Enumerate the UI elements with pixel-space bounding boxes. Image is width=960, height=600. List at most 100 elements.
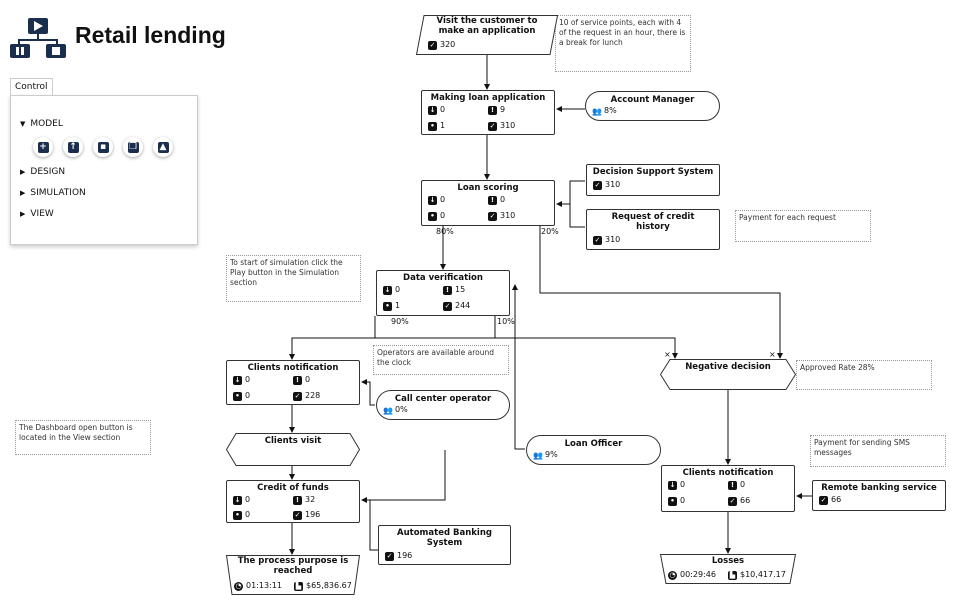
resource-credit-history[interactable]: Request of credit history ✓310 bbox=[586, 209, 720, 250]
note-sms: Payment for sending SMS messages bbox=[810, 435, 946, 467]
busy-count: 0 bbox=[245, 391, 251, 400]
save-icon[interactable]: ▪ bbox=[93, 137, 113, 157]
note-payment: Payment for each request bbox=[735, 210, 871, 242]
check-icon: ✓ bbox=[443, 301, 452, 311]
note-simulation: To start of simulation click the Play bu… bbox=[226, 255, 361, 302]
person-icon: • bbox=[233, 391, 242, 401]
person-icon: • bbox=[233, 510, 242, 520]
queue-count: 0 bbox=[305, 375, 311, 384]
person-icon: • bbox=[428, 121, 437, 131]
node-title: Credit of funds bbox=[257, 483, 329, 493]
node-title: Clients notification bbox=[247, 363, 339, 373]
queue-count: 32 bbox=[305, 495, 316, 504]
image-icon[interactable]: ▲ bbox=[153, 137, 173, 157]
resource-value: 196 bbox=[397, 551, 413, 560]
resource-value: 66 bbox=[831, 495, 842, 504]
queue-icon: ! bbox=[728, 480, 737, 490]
resource-loan-officer[interactable]: Loan Officer 👥9% bbox=[526, 435, 661, 465]
open-icon[interactable]: ↑ bbox=[63, 137, 83, 157]
node-title: Visit the customer to make an applicatio… bbox=[436, 16, 538, 36]
resource-abs[interactable]: Automated Banking System ✓196 bbox=[378, 525, 511, 565]
check-icon: ✓ bbox=[728, 496, 737, 506]
note-service-points: 10 of service points, each with 4 of the… bbox=[555, 15, 691, 72]
resource-title: Call center operator bbox=[394, 394, 492, 404]
node-title: The process purpose is reached bbox=[237, 556, 349, 576]
node-negative[interactable]: Negative decision bbox=[660, 359, 796, 390]
queue-icon: ! bbox=[488, 195, 497, 205]
in-count: 0 bbox=[440, 105, 446, 114]
node-title: Negative decision bbox=[685, 362, 771, 372]
check-icon: ✓ bbox=[819, 495, 828, 505]
time-value: 00:29:46 bbox=[680, 570, 716, 579]
node-losses[interactable]: Losses ◔00:29:46 ▙$10,417.17 bbox=[660, 554, 796, 584]
busy-count: 1 bbox=[395, 301, 401, 310]
check-icon: ✓ bbox=[488, 121, 497, 131]
percent-label: 80% bbox=[436, 227, 454, 236]
done-count: 228 bbox=[305, 391, 321, 400]
add-icon[interactable]: + bbox=[33, 137, 53, 157]
node-clients-visit[interactable]: Clients visit bbox=[226, 433, 360, 466]
queue-icon: ! bbox=[293, 375, 302, 385]
resource-title: Decision Support System bbox=[592, 167, 714, 177]
node-verification[interactable]: Data verification ↓0 !15 •1 ✓244 bbox=[376, 270, 510, 316]
menu-model[interactable]: ▼MODEL bbox=[20, 119, 63, 129]
resource-title: Remote banking service bbox=[821, 483, 937, 493]
busy-count: 0 bbox=[680, 496, 686, 505]
node-credit[interactable]: Credit of funds ↓0 !32 •0 ✓196 bbox=[226, 480, 360, 523]
node-title: Losses bbox=[711, 556, 745, 566]
percent-label: 10% bbox=[497, 317, 515, 326]
done-count: 196 bbox=[305, 510, 321, 519]
node-title: Clients notification bbox=[682, 468, 774, 478]
node-title: Making loan application bbox=[430, 93, 546, 103]
input-icon: ↓ bbox=[668, 480, 677, 490]
tab-control[interactable]: Control bbox=[10, 78, 53, 96]
svg-text:×: × bbox=[664, 350, 671, 359]
resource-value: 8% bbox=[604, 106, 617, 115]
clock-icon: ◔ bbox=[668, 570, 677, 580]
check-icon: ✓ bbox=[593, 235, 602, 245]
resource-dss[interactable]: Decision Support System ✓310 bbox=[586, 164, 720, 196]
person-icon: • bbox=[428, 211, 437, 221]
menu-simulation[interactable]: ▶SIMULATION bbox=[20, 188, 86, 198]
resource-call-center[interactable]: Call center operator 👥0% bbox=[376, 390, 510, 420]
menu-design[interactable]: ▶DESIGN bbox=[20, 167, 66, 177]
copy-icon[interactable]: ❐ bbox=[123, 137, 143, 157]
check-icon: ✓ bbox=[293, 391, 302, 401]
node-purpose[interactable]: The process purpose is reached ◔01:13:11… bbox=[226, 555, 360, 595]
menu-view[interactable]: ▶VIEW bbox=[20, 209, 54, 219]
check-icon: ✓ bbox=[428, 40, 437, 50]
input-icon: ↓ bbox=[383, 285, 392, 295]
queue-icon: ! bbox=[293, 495, 302, 505]
node-notification-left[interactable]: Clients notification ↓0 !0 •0 ✓228 bbox=[226, 360, 360, 405]
clock-icon: ◔ bbox=[234, 581, 243, 591]
done-count: 66 bbox=[740, 496, 751, 505]
node-title: Loan scoring bbox=[457, 183, 519, 193]
svg-text:×: × bbox=[769, 350, 776, 359]
done-count: 244 bbox=[455, 301, 471, 310]
factory-icon: ▙ bbox=[728, 570, 737, 580]
node-making[interactable]: Making loan application ↓0 !9 •1 ✓310 bbox=[421, 90, 555, 135]
note-approved: Approved Rate 28% bbox=[796, 360, 932, 390]
node-visit[interactable]: Visit the customer to make an applicatio… bbox=[416, 15, 558, 55]
input-icon: ↓ bbox=[428, 195, 437, 205]
person-icon: • bbox=[668, 496, 677, 506]
done-count: 310 bbox=[500, 121, 516, 130]
check-icon: ✓ bbox=[488, 211, 497, 221]
resource-value: 9% bbox=[545, 450, 558, 459]
resource-title: Request of credit history bbox=[611, 212, 695, 232]
people-icon: 👥 bbox=[592, 106, 602, 116]
node-scoring[interactable]: Loan scoring ↓0 !0 •0 ✓310 bbox=[421, 180, 555, 226]
time-value: 01:13:11 bbox=[246, 581, 282, 590]
queue-icon: ! bbox=[488, 105, 497, 115]
done-count: 310 bbox=[500, 211, 516, 220]
in-count: 0 bbox=[395, 285, 401, 294]
resource-remote-banking[interactable]: Remote banking service ✓66 bbox=[812, 480, 946, 511]
factory-icon: ▙ bbox=[294, 581, 303, 591]
input-icon: ↓ bbox=[428, 105, 437, 115]
node-notification-right[interactable]: Clients notification ↓0 !0 •0 ✓66 bbox=[661, 465, 795, 512]
check-icon: ✓ bbox=[293, 510, 302, 520]
control-panel bbox=[10, 95, 198, 245]
queue-count: 0 bbox=[740, 480, 746, 489]
resource-account-manager[interactable]: Account Manager 👥8% bbox=[585, 91, 720, 121]
